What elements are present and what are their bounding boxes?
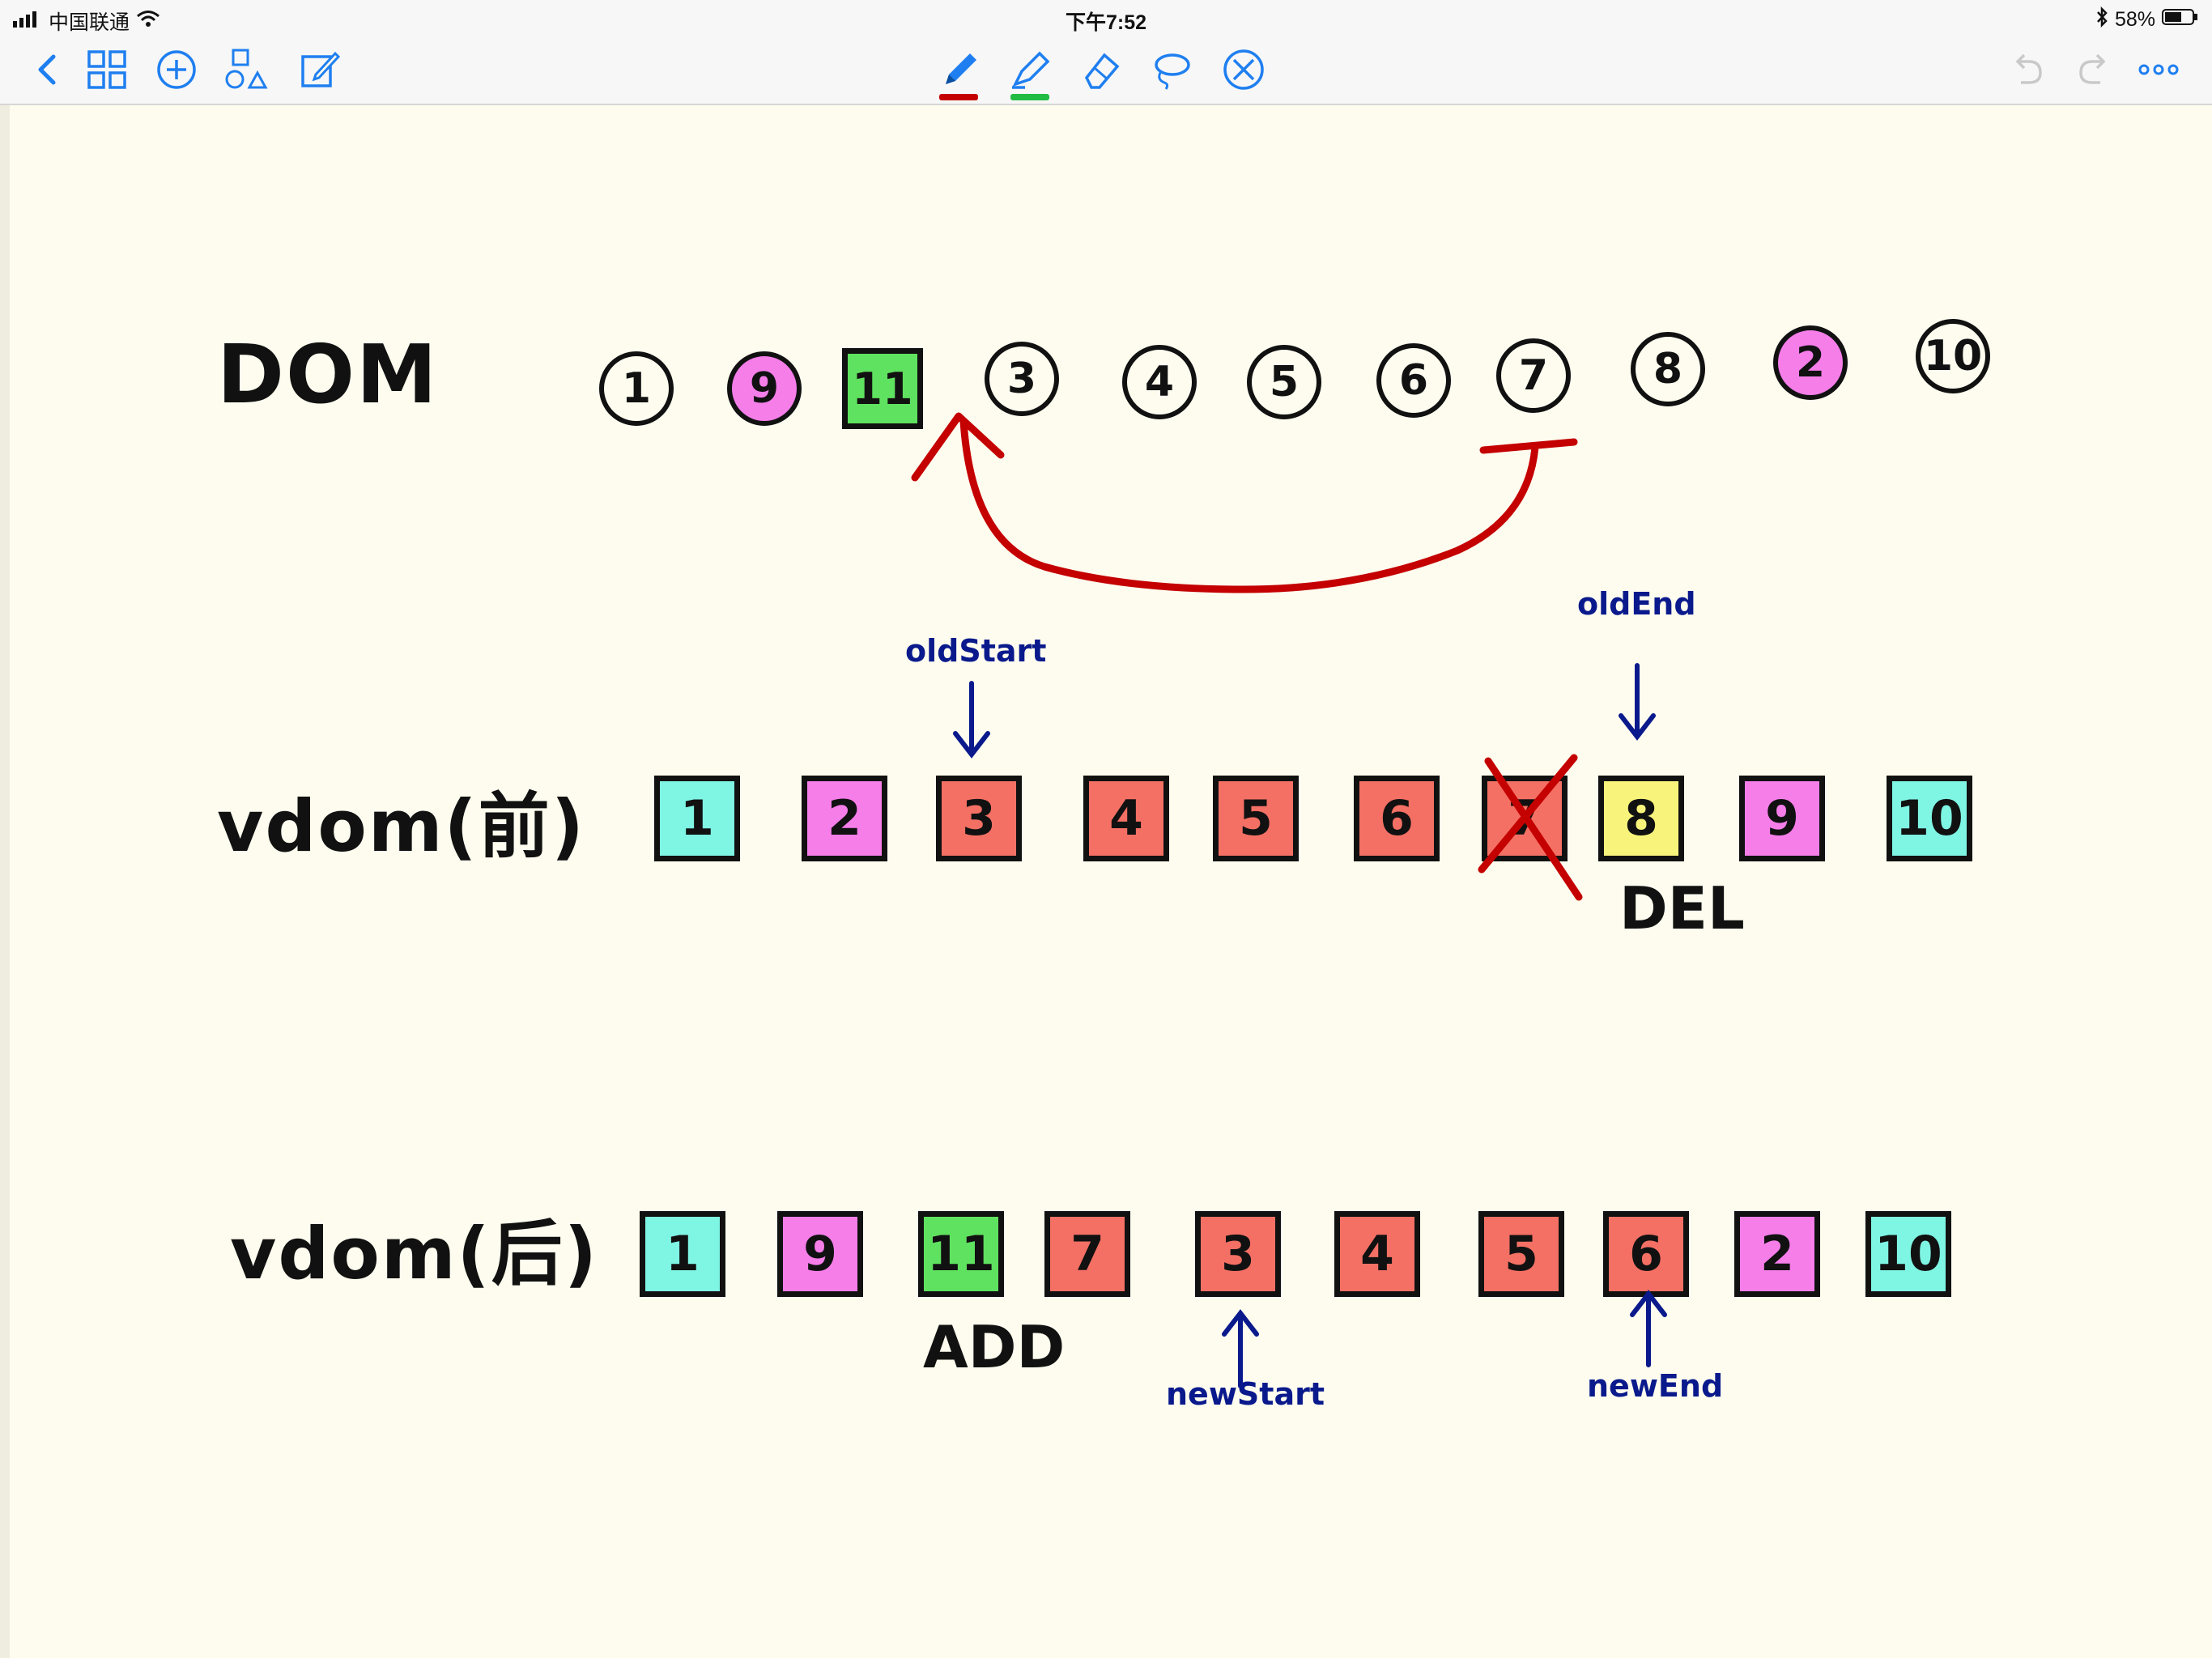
new-end-label: newEnd bbox=[1587, 1368, 1724, 1404]
dom-node-8: 8 bbox=[1631, 332, 1705, 406]
signal-icon bbox=[13, 10, 42, 33]
carrier-label: 中国联通 bbox=[49, 11, 130, 34]
dom-node-2: 2 bbox=[1773, 325, 1848, 400]
old-vdom-node-8: 8 bbox=[1598, 776, 1684, 861]
page-margin bbox=[0, 105, 10, 1658]
old-vdom-node-3: 3 bbox=[936, 776, 1022, 861]
new-vdom-node-11: 11 bbox=[918, 1211, 1004, 1297]
eraser-tool-icon[interactable] bbox=[1075, 44, 1127, 96]
dom-node-3: 3 bbox=[985, 342, 1059, 416]
shapes-icon[interactable] bbox=[220, 44, 272, 96]
old-vdom-node-7: 7 bbox=[1482, 776, 1568, 861]
lasso-tool-icon[interactable] bbox=[1145, 44, 1197, 96]
dom-node-4: 4 bbox=[1122, 345, 1197, 419]
highlighter-tool-icon[interactable] bbox=[1004, 44, 1056, 100]
old-vdom-node-10: 10 bbox=[1887, 776, 1972, 861]
back-chevron-icon[interactable] bbox=[23, 44, 74, 96]
old-vdom-node-1: 1 bbox=[654, 776, 740, 861]
new-vdom-row-label: vdom(后) bbox=[230, 1212, 598, 1295]
new-vdom-node-7: 7 bbox=[1044, 1211, 1130, 1297]
dom-node-9: 9 bbox=[727, 351, 802, 426]
old-vdom-node-4: 4 bbox=[1083, 776, 1169, 861]
toolbar bbox=[0, 36, 2212, 105]
pen-color-underline bbox=[939, 94, 978, 100]
new-vdom-node-10: 10 bbox=[1865, 1211, 1951, 1297]
compose-icon[interactable] bbox=[293, 44, 345, 96]
highlighter-color-underline bbox=[1010, 94, 1049, 100]
battery-icon bbox=[2162, 8, 2199, 32]
add-circle-icon[interactable] bbox=[151, 44, 202, 96]
new-vdom-node-2: 2 bbox=[1734, 1211, 1820, 1297]
old-end-label: oldEnd bbox=[1577, 586, 1696, 622]
new-start-label: newStart bbox=[1166, 1376, 1325, 1412]
new-vdom-node-5: 5 bbox=[1478, 1211, 1564, 1297]
move-arrowhead bbox=[911, 412, 1005, 482]
dom-node-1: 1 bbox=[599, 351, 674, 426]
status-time: 下午7:52 bbox=[1065, 11, 1147, 34]
dom-node-11: 11 bbox=[842, 348, 923, 429]
redo-icon[interactable] bbox=[2069, 44, 2121, 96]
old-start-arrow bbox=[953, 681, 990, 759]
move-arrow bbox=[959, 417, 1539, 593]
move-source-tick bbox=[1479, 438, 1578, 454]
status-bar: 中国联通 下午7:52 58% bbox=[0, 0, 2212, 36]
new-vdom-node-9: 9 bbox=[777, 1211, 863, 1297]
status-left: 中国联通 bbox=[13, 6, 160, 36]
old-vdom-node-6: 6 bbox=[1354, 776, 1440, 861]
dom-node-5: 5 bbox=[1247, 345, 1321, 419]
new-vdom-node-6: 6 bbox=[1603, 1211, 1689, 1297]
shape-x-tool-icon[interactable] bbox=[1218, 44, 1270, 96]
more-icon[interactable] bbox=[2133, 44, 2184, 96]
battery-percent: 58% bbox=[2114, 8, 2155, 31]
add-mark-label: ADD bbox=[923, 1313, 1066, 1381]
old-vdom-node-9: 9 bbox=[1739, 776, 1825, 861]
new-vdom-node-1: 1 bbox=[640, 1211, 725, 1297]
dom-node-7: 7 bbox=[1496, 338, 1571, 413]
new-end-arrow bbox=[1630, 1290, 1667, 1367]
status-right: 58% bbox=[2095, 6, 2199, 33]
bluetooth-icon bbox=[2095, 6, 2108, 33]
new-vdom-node-3: 3 bbox=[1195, 1211, 1281, 1297]
wifi-icon bbox=[136, 10, 160, 33]
delete-mark-label: DEL bbox=[1619, 874, 1745, 942]
undo-icon[interactable] bbox=[2000, 44, 2052, 96]
old-end-arrow bbox=[1619, 663, 1656, 741]
old-vdom-node-2: 2 bbox=[802, 776, 887, 861]
new-start-arrow bbox=[1222, 1309, 1259, 1388]
dom-node-6: 6 bbox=[1376, 343, 1451, 418]
new-vdom-node-4: 4 bbox=[1334, 1211, 1420, 1297]
dom-node-10: 10 bbox=[1916, 319, 1990, 393]
old-start-label: oldStart bbox=[905, 633, 1047, 669]
old-vdom-node-5: 5 bbox=[1213, 776, 1299, 861]
grid-icon[interactable] bbox=[81, 44, 133, 96]
dom-row-label: DOM bbox=[217, 327, 439, 422]
pen-tool-icon[interactable] bbox=[933, 44, 985, 100]
old-vdom-row-label: vdom(前) bbox=[217, 784, 585, 868]
